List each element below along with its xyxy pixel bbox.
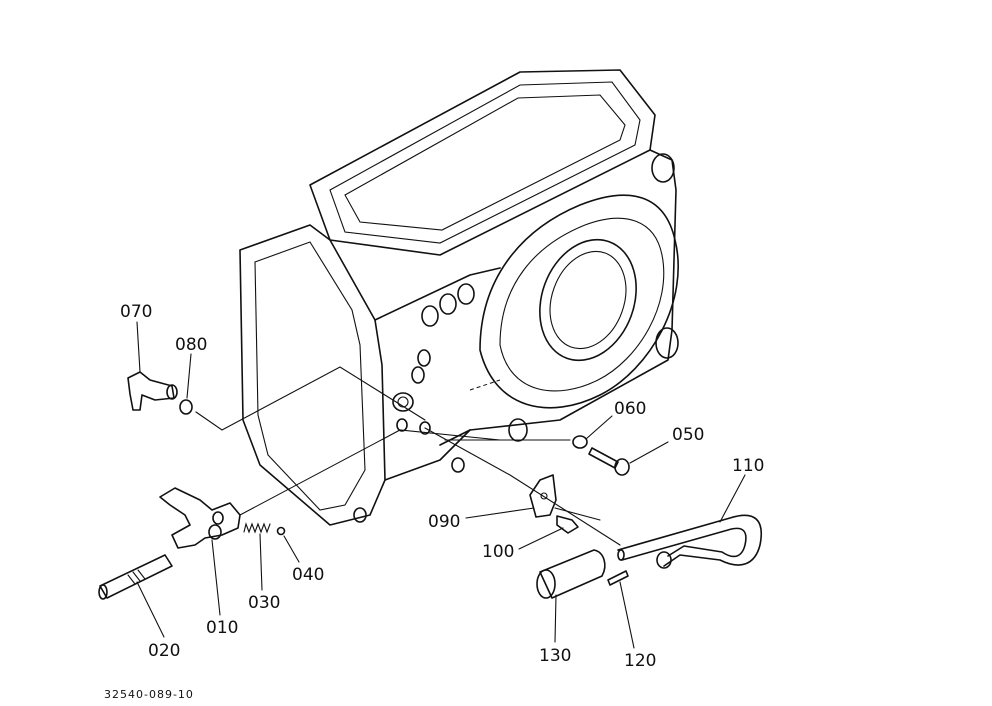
part-060-washer [572, 435, 588, 449]
part-080-o-ring [179, 399, 193, 415]
callout-100: 100 [482, 542, 514, 562]
callout-050: 050 [672, 425, 704, 445]
part-130-grip [536, 549, 606, 599]
callout-120: 120 [624, 651, 656, 671]
callout-090: 090 [428, 512, 460, 532]
callout-070: 070 [120, 302, 152, 322]
callout-060: 060 [614, 399, 646, 419]
callout-080: 080 [175, 335, 207, 355]
part-040-ball [276, 526, 286, 536]
callout-110: 110 [732, 456, 764, 476]
part-070-shifter [127, 371, 178, 411]
part-010-shift-fork [159, 487, 241, 549]
callout-040: 040 [292, 565, 324, 585]
part-110-lever [617, 514, 762, 569]
part-020-shift-rod [98, 554, 173, 600]
callout-010: 010 [206, 618, 238, 638]
part-030-spring [243, 522, 271, 534]
callout-130: 130 [539, 646, 571, 666]
part-090-bracket [529, 474, 557, 518]
part-100-bolt [556, 515, 579, 534]
assembly-lines [195, 366, 621, 546]
callout-030: 030 [248, 593, 280, 613]
drawing-code: 32540-089-10 [104, 688, 194, 701]
callout-020: 020 [148, 641, 180, 661]
part-050-bolt [588, 447, 630, 476]
part-120-pin [607, 570, 629, 586]
leader-lines [136, 321, 746, 649]
transmission-case [239, 69, 679, 526]
